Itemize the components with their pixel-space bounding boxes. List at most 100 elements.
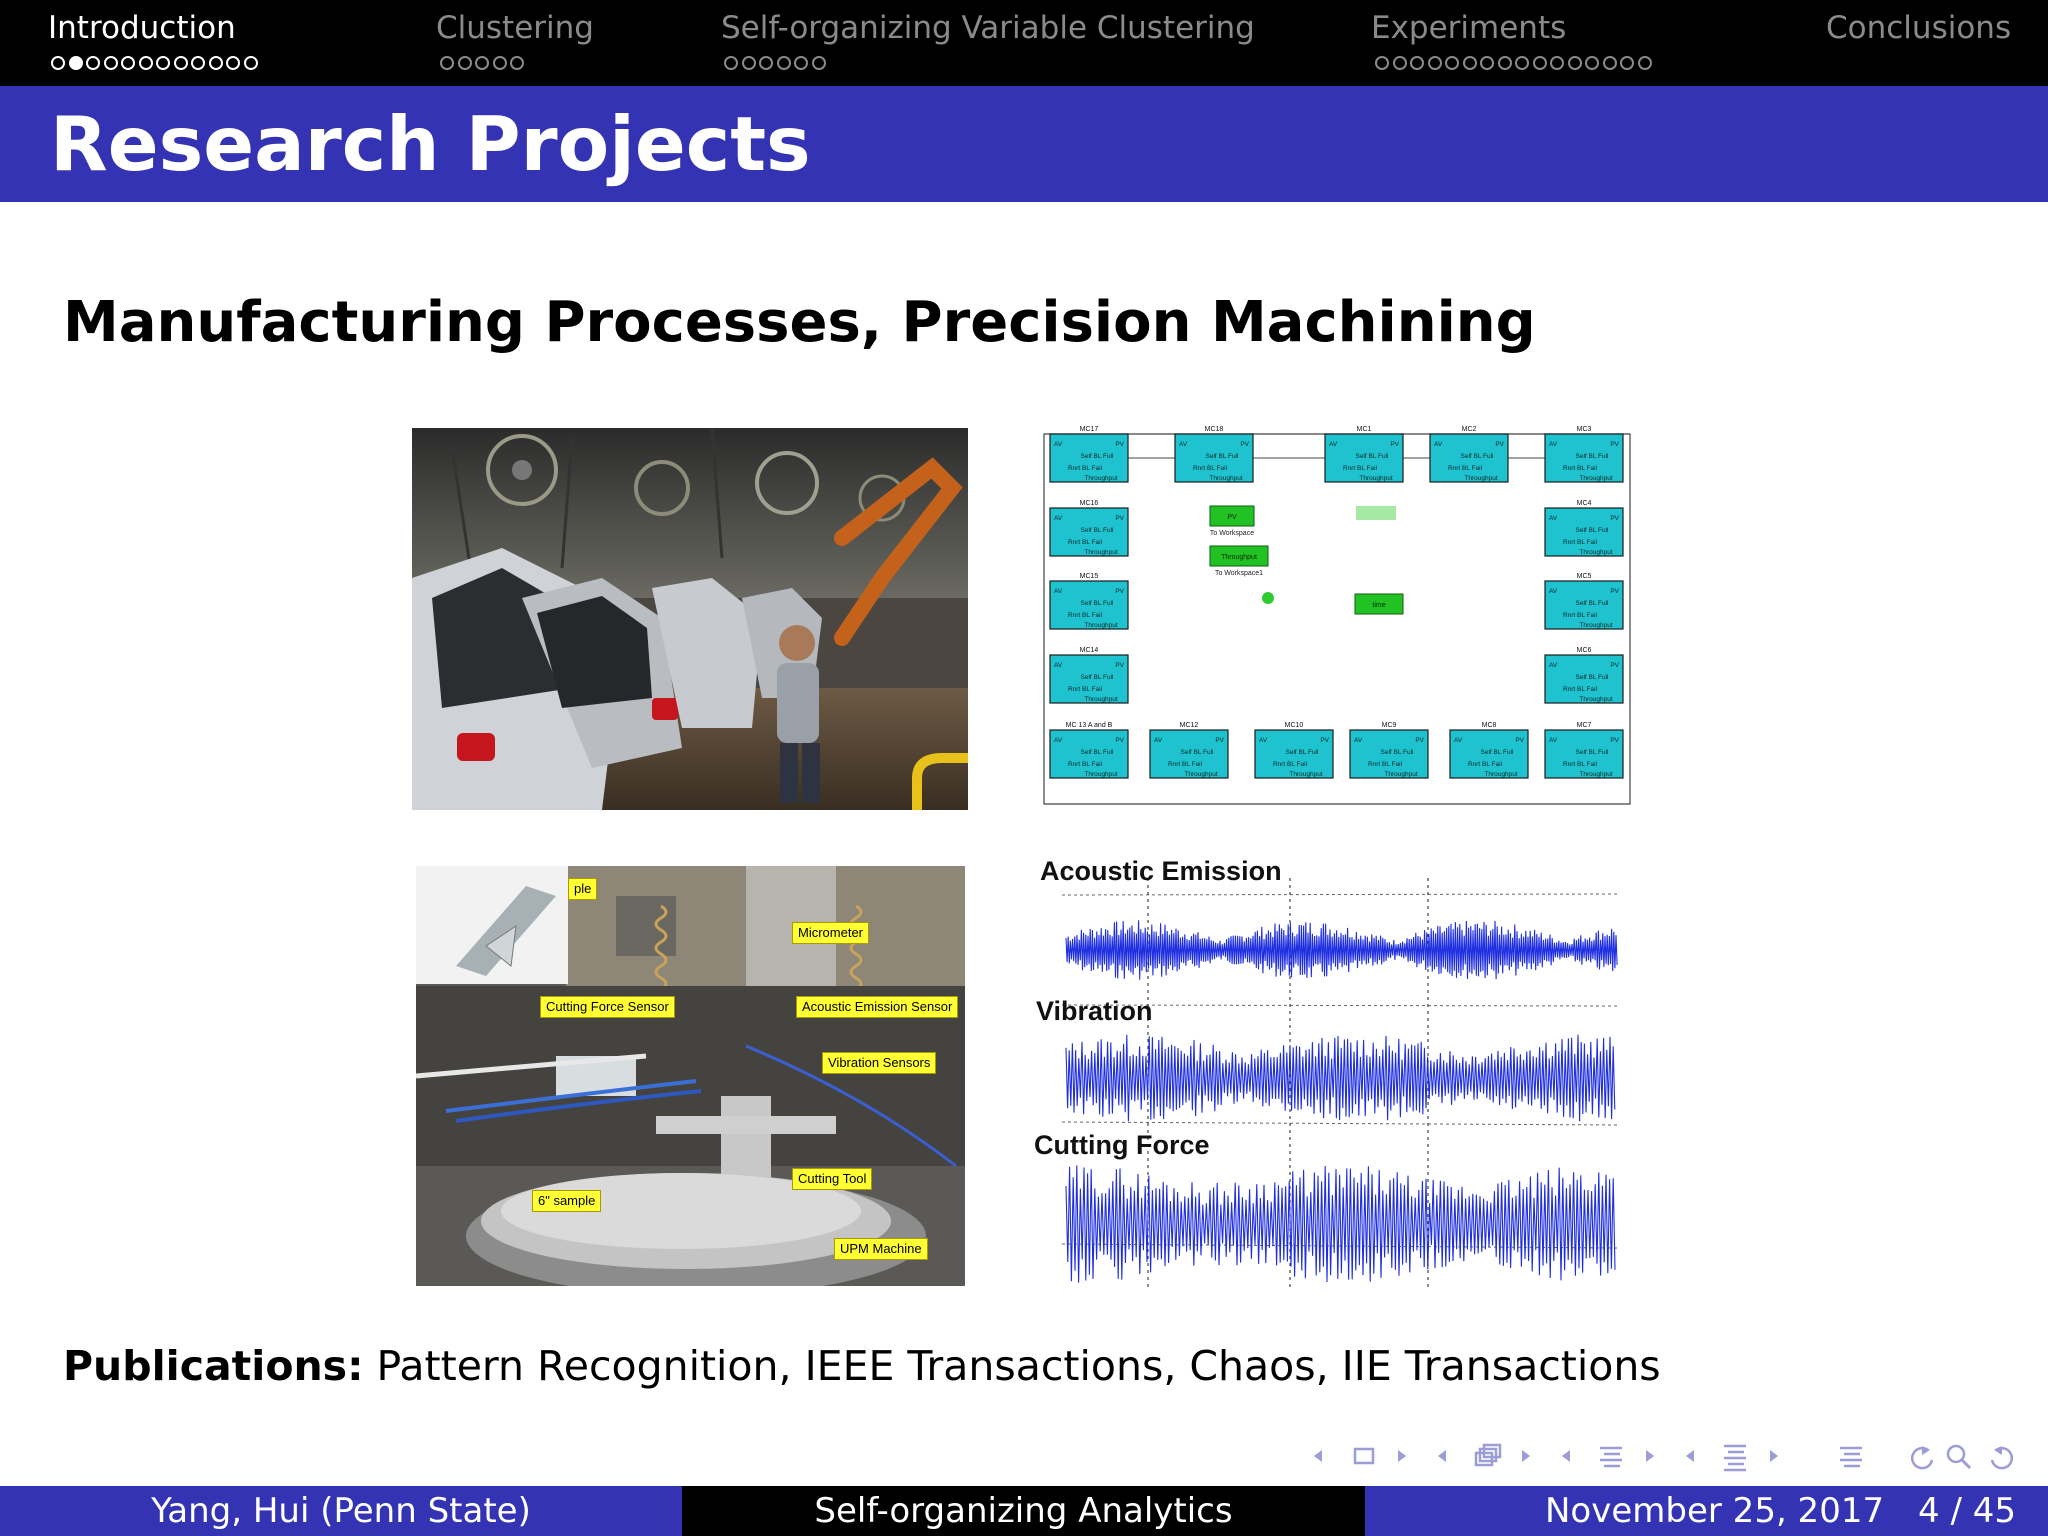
- nav-section-experiments[interactable]: Experiments: [1371, 10, 1567, 46]
- diagram-block-name: MC4: [1577, 500, 1592, 507]
- diagram-block-text: PV: [1390, 441, 1399, 448]
- nav-dot[interactable]: [86, 56, 100, 70]
- frame-navigation[interactable]: [1314, 1447, 1406, 1465]
- nav-dot[interactable]: [776, 56, 791, 70]
- nav-dot[interactable]: [51, 56, 65, 70]
- nav-dot[interactable]: [1480, 56, 1494, 70]
- nav-dots-self-organizing[interactable]: [724, 50, 826, 76]
- footer-page-number: 4 / 45: [1918, 1491, 2016, 1531]
- diagram-block-text: PV: [1115, 662, 1124, 669]
- nav-dot[interactable]: [1497, 56, 1512, 70]
- back-icon[interactable]: [1911, 1446, 1934, 1470]
- diagram-block-text: AV: [1549, 662, 1558, 669]
- nav-dot[interactable]: [811, 56, 826, 70]
- diagram-block-text: AV: [1549, 515, 1558, 522]
- nav-dot[interactable]: [510, 56, 524, 70]
- nav-dot[interactable]: [475, 56, 489, 70]
- diagram-block-text: AV: [1054, 588, 1063, 595]
- footer-date: November 25, 2017: [1545, 1491, 1885, 1531]
- diagram-block-text: PV: [1610, 441, 1619, 448]
- nav-dot[interactable]: [1445, 56, 1459, 70]
- diagram-block-text: Self BL Full: [1381, 749, 1415, 756]
- subsection-navigation[interactable]: [1438, 1443, 1530, 1467]
- footer-date-page: November 25, 2017 4 / 45: [1365, 1486, 2048, 1536]
- diagram-block-text: Throughput: [1464, 475, 1497, 482]
- nav-section-clustering[interactable]: Clustering: [436, 10, 594, 46]
- nav-dot[interactable]: [1410, 56, 1424, 70]
- nav-dot[interactable]: [1585, 56, 1599, 70]
- diagram-block-text: AV: [1549, 588, 1558, 595]
- label-sample: 6" sample: [532, 1190, 602, 1212]
- nav-dot[interactable]: [1427, 56, 1442, 70]
- label-micrometer: Micrometer: [792, 922, 870, 944]
- nav-dot[interactable]: [457, 56, 472, 70]
- nav-dot[interactable]: [1462, 56, 1477, 70]
- nav-dot[interactable]: [1392, 56, 1407, 70]
- slide-subtitle: Manufacturing Processes, Precision Machi…: [63, 290, 1536, 355]
- nav-dot[interactable]: [226, 56, 240, 70]
- search-icon[interactable]: [1946, 1444, 1972, 1470]
- forward-icon[interactable]: [1990, 1446, 2013, 1470]
- diagram-block-text: Throughput: [1359, 475, 1392, 482]
- diagram-block-text: Self BL Full: [1461, 453, 1495, 460]
- nav-dot[interactable]: [1567, 56, 1582, 70]
- nav-dots-introduction[interactable]: [51, 50, 258, 76]
- nav-dot[interactable]: [1637, 56, 1652, 70]
- nav-dot[interactable]: [1515, 56, 1529, 70]
- diagram-block-name: MC15: [1080, 573, 1099, 580]
- diagram-block-text: Self BL Full: [1181, 749, 1215, 756]
- nav-dot[interactable]: [440, 56, 454, 70]
- nav-dot[interactable]: [1550, 56, 1564, 70]
- nav-section-introduction[interactable]: Introduction: [48, 10, 236, 46]
- title-bar: Research Projects: [0, 86, 2048, 202]
- section-navigation-symbol[interactable]: [1562, 1446, 1654, 1468]
- nav-dot[interactable]: [138, 56, 153, 70]
- nav-dot[interactable]: [103, 56, 118, 70]
- label-vibration-sensors: Vibration Sensors: [822, 1052, 937, 1074]
- nav-dot[interactable]: [156, 56, 170, 70]
- nav-dot[interactable]: [724, 56, 738, 70]
- diagram-block-text: Self BL Full: [1576, 600, 1610, 607]
- diagram-block-text: Throughput: [1579, 622, 1612, 629]
- nav-dot[interactable]: [68, 56, 83, 70]
- diagram-block-text: PV: [1215, 737, 1224, 744]
- nav-dot[interactable]: [794, 56, 808, 70]
- diagram-clock: [1262, 592, 1274, 604]
- nav-dot[interactable]: [121, 56, 135, 70]
- nav-dot[interactable]: [243, 56, 258, 70]
- diagram-block-text: Self BL Full: [1286, 749, 1320, 756]
- nav-dot[interactable]: [1602, 56, 1617, 70]
- section-navigation: Introduction Clustering Self-organizing …: [0, 0, 2048, 86]
- label-sample-corner: ple: [568, 878, 598, 900]
- nav-dots-clustering[interactable]: [440, 50, 524, 76]
- acoustic-waveform: [1065, 920, 1618, 980]
- nav-dot[interactable]: [208, 56, 223, 70]
- diagram-block-text: PV: [1320, 737, 1329, 744]
- nav-dot[interactable]: [173, 56, 188, 70]
- nav-dots-experiments[interactable]: [1375, 50, 1652, 76]
- footer: Yang, Hui (Penn State) Self-organizing A…: [0, 1486, 2048, 1536]
- nav-dot[interactable]: [1532, 56, 1547, 70]
- nav-dot[interactable]: [492, 56, 507, 70]
- diagram-block-text: Rnrt BL Fail: [1068, 761, 1103, 768]
- nav-dot[interactable]: [1375, 56, 1389, 70]
- nav-section-conclusions[interactable]: Conclusions: [1826, 10, 2012, 46]
- nav-dot[interactable]: [759, 56, 773, 70]
- document-navigation[interactable]: [1686, 1444, 1778, 1472]
- nav-section-self-organizing[interactable]: Self-organizing Variable Clustering: [721, 10, 1255, 46]
- diagram-block-text: PV: [1610, 662, 1619, 669]
- diagram-block-text: Throughput: [1084, 771, 1117, 778]
- nav-dot[interactable]: [741, 56, 756, 70]
- diagram-block-text: Self BL Full: [1081, 674, 1115, 681]
- diagram-block-text: PV: [1610, 737, 1619, 744]
- diagram-block-text: Rnrt BL Fail: [1563, 761, 1598, 768]
- diagram-block-text: Self BL Full: [1356, 453, 1390, 460]
- nav-dot[interactable]: [191, 56, 205, 70]
- appendix-icon[interactable]: [1840, 1446, 1862, 1468]
- nav-dot[interactable]: [1620, 56, 1634, 70]
